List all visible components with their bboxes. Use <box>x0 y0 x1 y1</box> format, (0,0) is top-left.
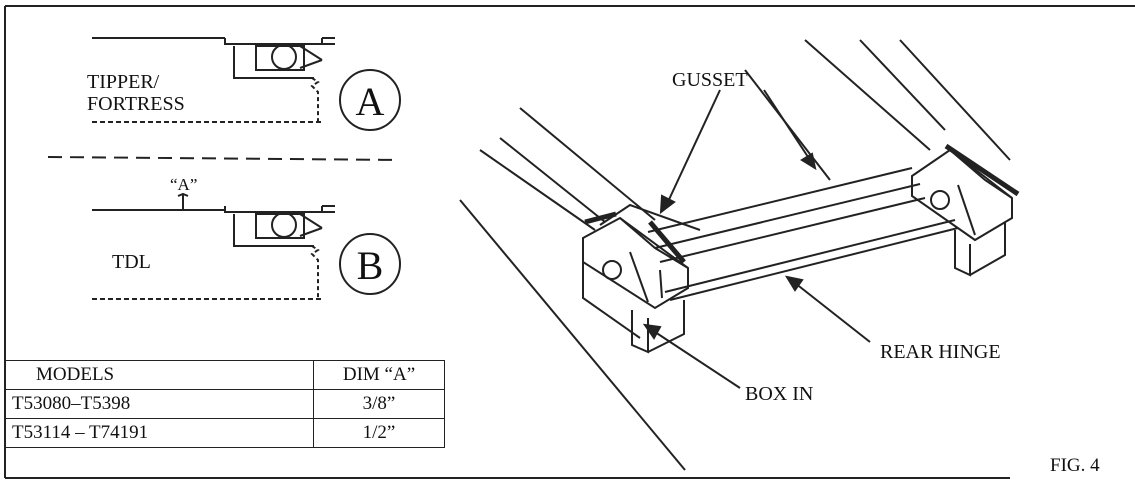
table-row: T53080–T5398 3/8” <box>5 389 445 419</box>
detail-b-dim-label: “A” <box>170 175 197 194</box>
callout-box-in: BOX IN <box>745 383 813 405</box>
table-header-row: MODELS DIM “A” <box>5 360 445 390</box>
dim-cell: 1/2” <box>313 418 445 448</box>
model-cell: T53114 – T74191 <box>5 418 314 448</box>
detail-a-drawing <box>92 37 335 123</box>
models-table: MODELS DIM “A” T53080–T5398 3/8” T53114 … <box>5 360 445 448</box>
model-cell: T53080–T5398 <box>5 389 314 419</box>
detail-b-circle <box>339 233 401 295</box>
figure-caption: FIG. 4 <box>1050 455 1100 476</box>
detail-b-circle-letter: B <box>357 243 384 288</box>
table-row: T53114 – T74191 1/2” <box>5 418 445 448</box>
detail-a-circle-letter: A <box>356 79 385 124</box>
detail-a-circle <box>339 69 401 131</box>
callout-leaders <box>642 89 871 389</box>
callout-rear-hinge: REAR HINGE <box>880 341 1001 363</box>
callout-gusset: GUSSET <box>672 69 748 91</box>
dim-cell: 3/8” <box>313 389 445 419</box>
column-header-dim: DIM “A” <box>313 360 445 390</box>
detail-a-label-line1: TIPPER/ <box>87 71 160 93</box>
detail-b-drawing <box>92 192 335 300</box>
isometric-frame-drawing <box>459 39 1020 471</box>
detail-separator <box>47 156 401 161</box>
detail-b-label: TDL <box>112 251 151 273</box>
detail-a-label-line2: FORTRESS <box>87 93 185 115</box>
column-header-models: MODELS <box>5 360 314 390</box>
